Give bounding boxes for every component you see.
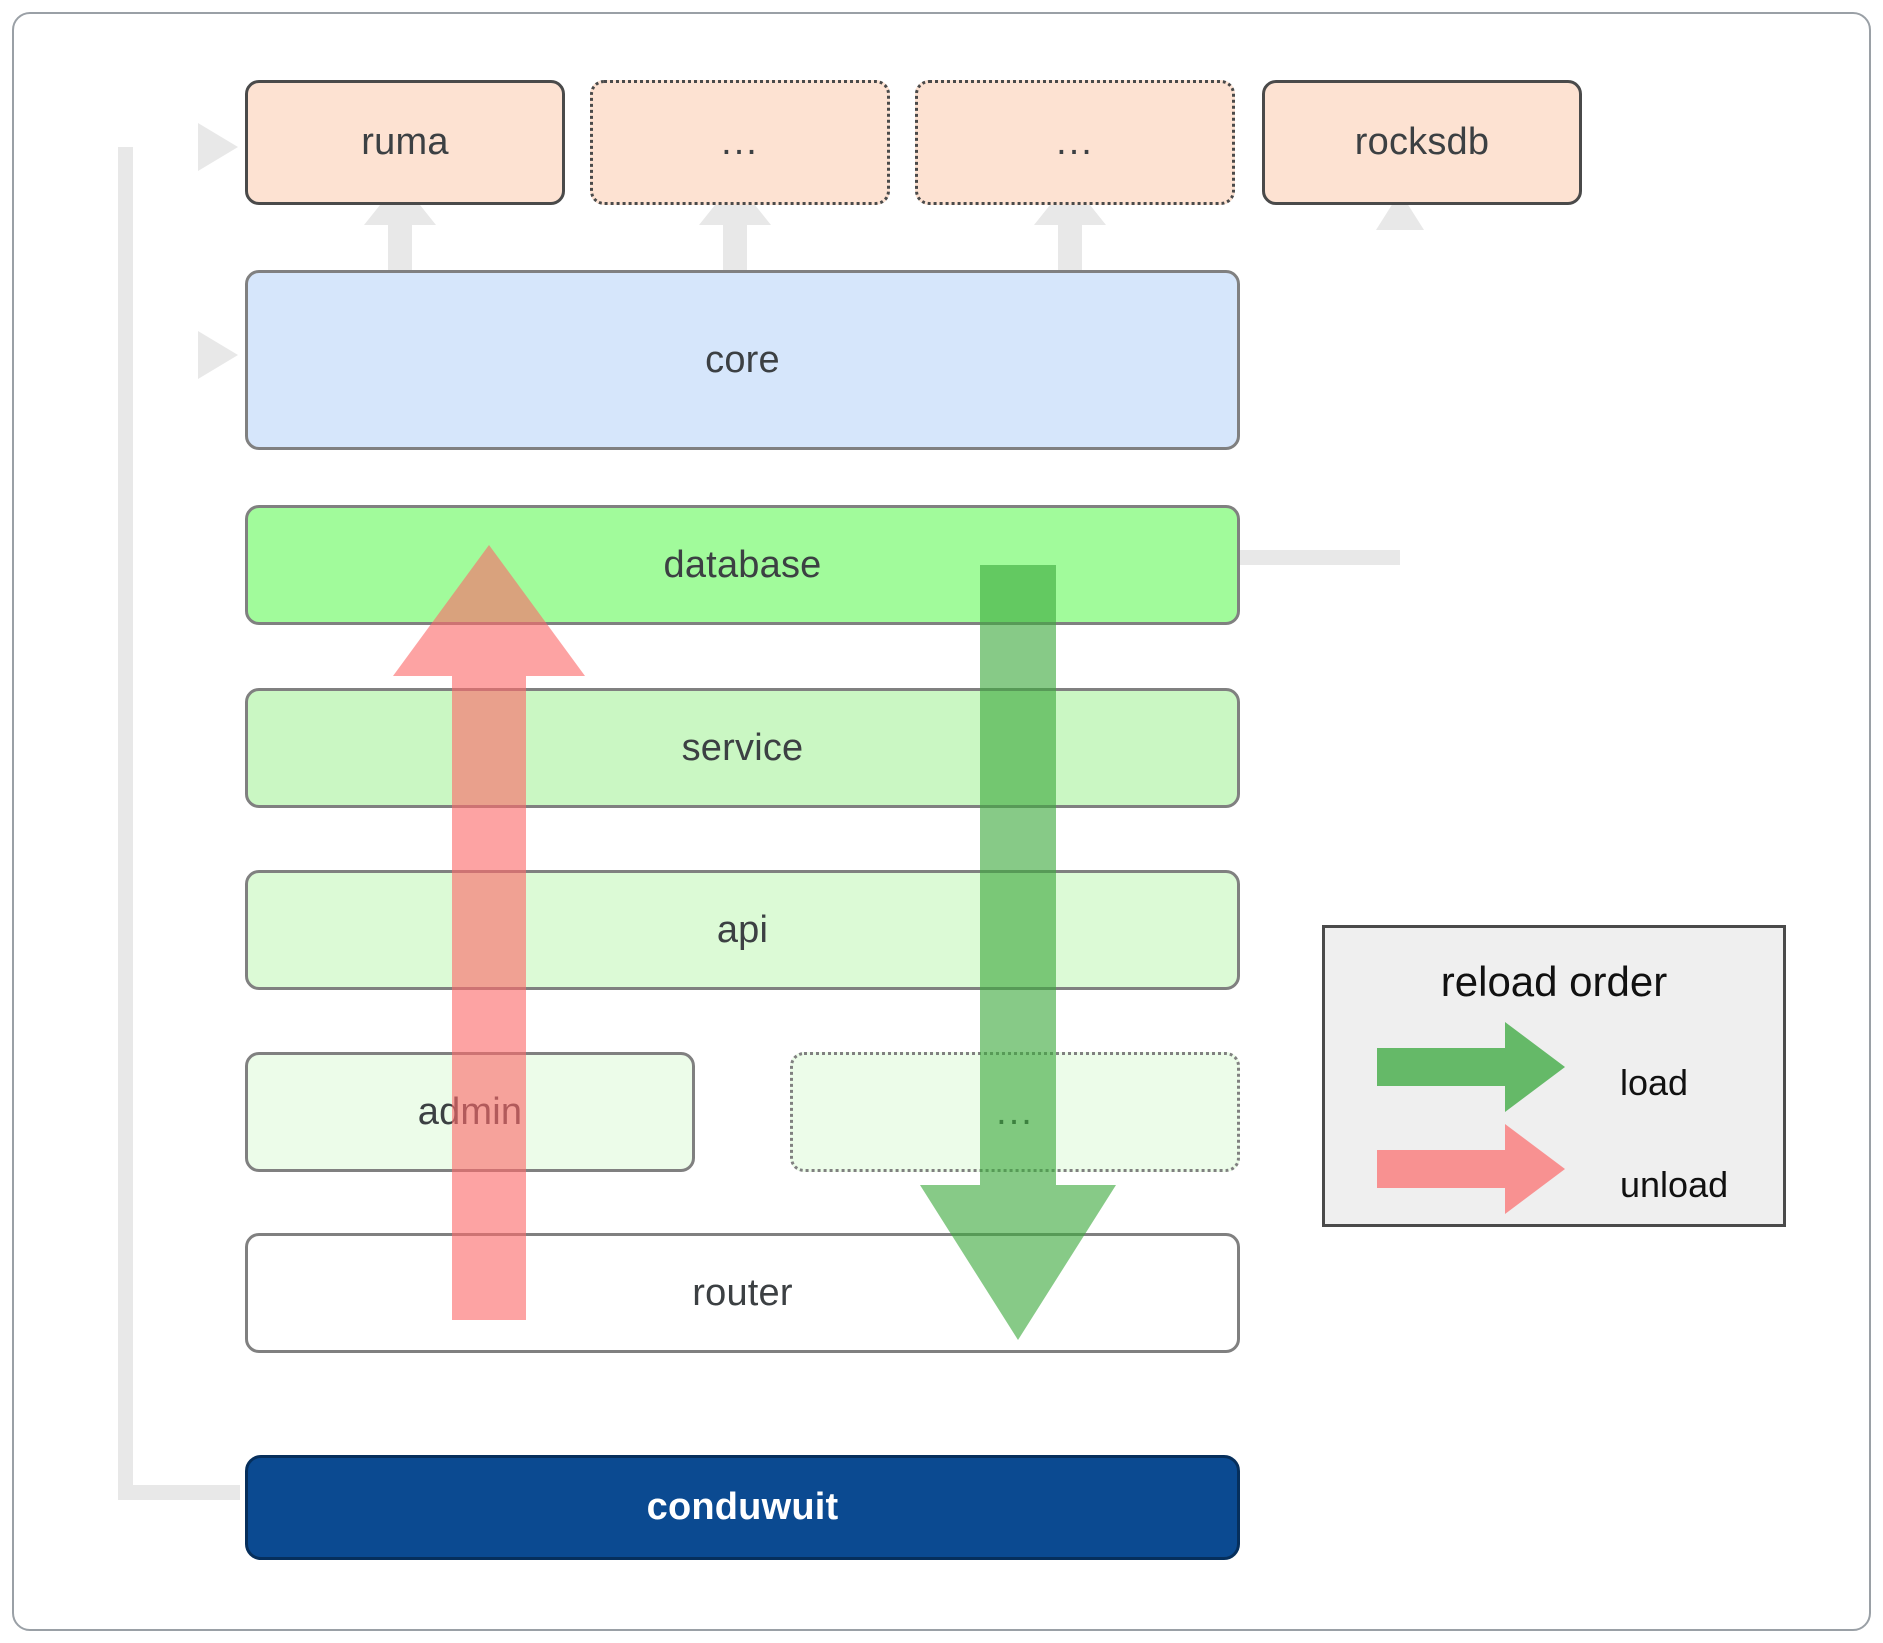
node-api[interactable]: api [245, 870, 1240, 990]
node-rocksdb[interactable]: rocksdb [1262, 80, 1582, 205]
node-conduwuit-label: conduwuit [646, 1486, 839, 1528]
node-api-label: api [716, 908, 769, 951]
legend-load-arrow-icon [1377, 1022, 1565, 1112]
legend-reload-order: reload order load unload [1322, 925, 1786, 1227]
node-ruma-label: ruma [361, 121, 449, 163]
node-router-label: router [692, 1271, 793, 1314]
node-layer-placeholder-label: ... [996, 1090, 1034, 1133]
node-layer-placeholder[interactable]: ... [790, 1052, 1240, 1172]
legend-arrow-icons [1377, 1022, 1565, 1214]
node-rocksdb-label: rocksdb [1354, 121, 1490, 163]
node-router[interactable]: router [245, 1233, 1240, 1353]
node-database[interactable]: database [245, 505, 1240, 625]
node-admin[interactable]: admin [245, 1052, 695, 1172]
node-service[interactable]: service [245, 688, 1240, 808]
node-ruma[interactable]: ruma [245, 80, 565, 205]
node-database-label: database [663, 543, 822, 586]
legend-item-load-label: load [1620, 1062, 1689, 1103]
node-dependency-placeholder-2[interactable]: ... [915, 80, 1235, 205]
node-core-label: core [705, 338, 780, 381]
node-dependency-placeholder-1-label: ... [721, 121, 759, 164]
diagram-frame [12, 12, 1871, 1631]
node-dependency-placeholder-1[interactable]: ... [590, 80, 890, 205]
legend-item-unload-label: unload [1620, 1164, 1729, 1205]
legend-title: reload order [1440, 958, 1668, 1005]
node-core[interactable]: core [245, 270, 1240, 450]
node-admin-label: admin [417, 1090, 523, 1133]
node-dependency-placeholder-2-label: ... [1056, 121, 1094, 164]
node-conduwuit[interactable]: conduwuit [245, 1455, 1240, 1560]
node-service-label: service [681, 726, 804, 769]
legend-unload-arrow-icon [1377, 1124, 1565, 1214]
